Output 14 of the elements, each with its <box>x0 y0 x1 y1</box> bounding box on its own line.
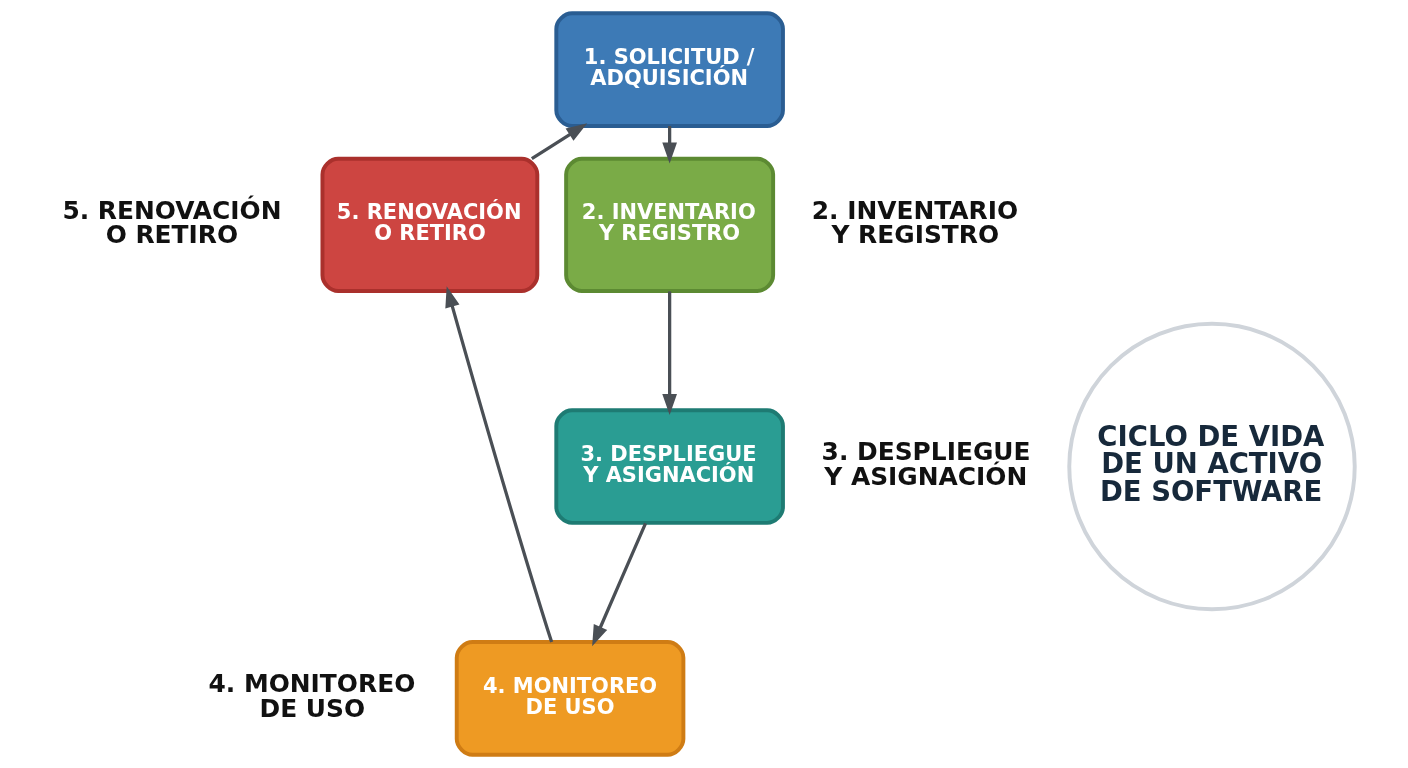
node-box: 1. SOLICITUD / ADQUISICIÓN <box>554 11 785 128</box>
node-box: 3. DESPLIEGUE Y ASIGNACIÓN <box>554 408 785 525</box>
arrow <box>592 522 648 647</box>
node-box: 5. RENOVACIÓN O RETIRO <box>320 156 540 293</box>
node-label: 3. DESPLIEGUE Y ASIGNACIÓN <box>821 437 1031 492</box>
node-box: 4. MONITOREO DE USO <box>454 640 686 757</box>
node-circle: CICLO DE VIDA DE UN ACTIVO DE SOFTWARE <box>1067 321 1357 612</box>
node-label: 4. MONITOREO DE USO <box>208 669 416 723</box>
node-label: 2. INVENTARIO Y REGISTRO <box>811 195 1019 250</box>
arrow <box>530 123 588 161</box>
node-box: 2. INVENTARIO Y REGISTRO <box>564 156 776 293</box>
node-label: 5. RENOVACIÓN O RETIRO <box>62 195 282 250</box>
arrow <box>445 286 554 643</box>
arrow <box>662 291 677 416</box>
